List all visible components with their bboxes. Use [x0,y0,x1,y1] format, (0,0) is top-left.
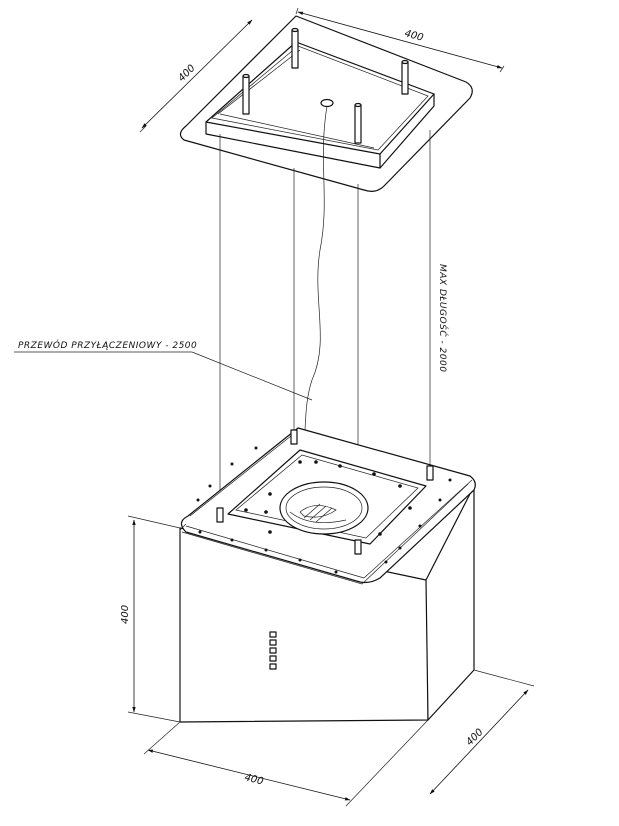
power-cable [299,105,328,471]
dim-body-height: 400 [120,515,181,723]
dim-body-width-label: 400 [243,772,264,787]
cable-length-label: PRZEWÓD PRZYŁĄCZENIOWY - 2500 [18,339,197,351]
dim-body-width: 400 [143,719,429,807]
dim-plate-depth-label: 400 [176,63,197,84]
hood-body [179,427,476,723]
max-length-label: MAX DŁUGOŚĆ - 2000 [437,264,449,372]
control-panel [269,631,277,670]
suspension-cables [219,130,431,546]
mounting-plate [179,15,473,192]
control-button [269,647,277,654]
control-button [269,631,277,638]
dim-plate-width: 400 [295,7,505,73]
control-button [269,639,277,646]
dim-plate-width-label: 400 [403,28,424,44]
mounting-stud [354,102,362,144]
dim-body-height-label: 400 [120,605,131,624]
mounting-stud [401,59,409,95]
mounting-stud [291,27,299,69]
cable-callout: PRZEWÓD PRZYŁĄCZENIOWY - 2500 [14,339,313,401]
control-button [269,663,277,670]
control-button [269,655,277,662]
dim-body-depth-label: 400 [464,727,485,748]
mounting-stud [242,73,250,115]
